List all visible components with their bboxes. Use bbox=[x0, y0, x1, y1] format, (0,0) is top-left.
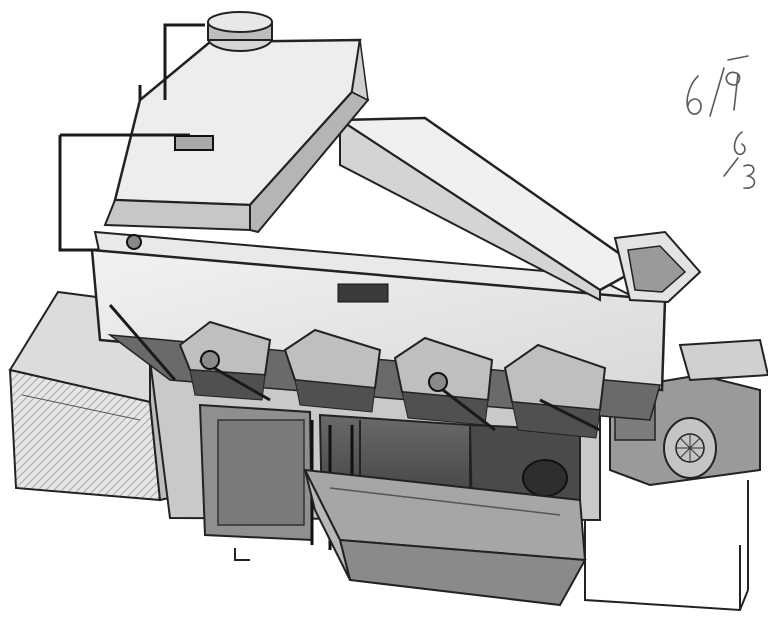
pulleys bbox=[200, 350, 448, 392]
electric-motor bbox=[609, 338, 768, 487]
adjust-knob bbox=[126, 234, 142, 250]
nameplate bbox=[337, 283, 389, 303]
tank-cap bbox=[207, 11, 273, 52]
handwritten-annotation bbox=[676, 46, 768, 196]
inlet-chute bbox=[335, 116, 702, 304]
upper-tank bbox=[103, 11, 370, 234]
clamp bbox=[174, 135, 214, 151]
handwriting-mark bbox=[686, 55, 756, 189]
outlet-shadows bbox=[189, 369, 601, 439]
frame-rods bbox=[58, 23, 205, 252]
discharge-chute bbox=[303, 468, 587, 607]
